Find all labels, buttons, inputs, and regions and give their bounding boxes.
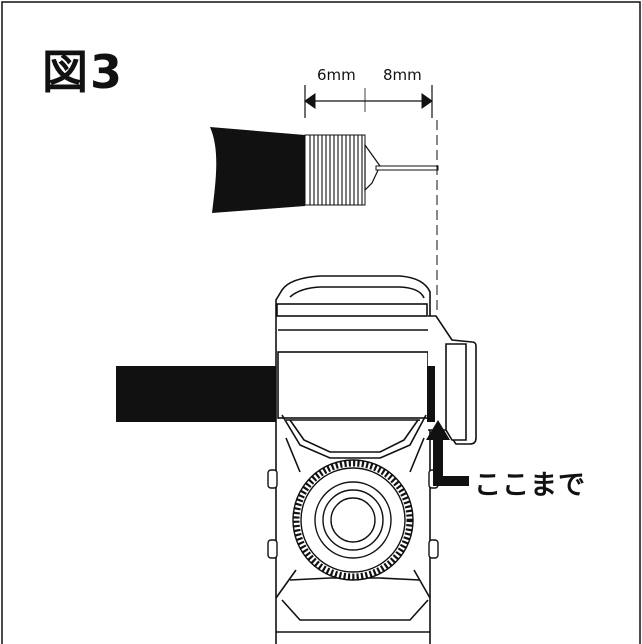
side-pins bbox=[267, 469, 439, 559]
dielectric bbox=[364, 143, 381, 192]
callout-label: ここまで bbox=[474, 470, 586, 501]
center-conductor bbox=[375, 165, 439, 171]
callout-arrow bbox=[426, 420, 469, 486]
dimension-label-6mm: 6mm bbox=[317, 66, 356, 84]
inserted-cable bbox=[116, 366, 280, 422]
stripped-cable bbox=[210, 127, 439, 213]
figure-title: 図3 bbox=[42, 45, 125, 99]
dimension-arrows bbox=[304, 85, 433, 118]
dimension-label-8mm: 8mm bbox=[383, 66, 422, 84]
knurled-nut bbox=[292, 459, 414, 581]
side-bracket bbox=[427, 315, 477, 445]
cable-jacket bbox=[210, 127, 305, 213]
braided-shield bbox=[304, 134, 366, 206]
